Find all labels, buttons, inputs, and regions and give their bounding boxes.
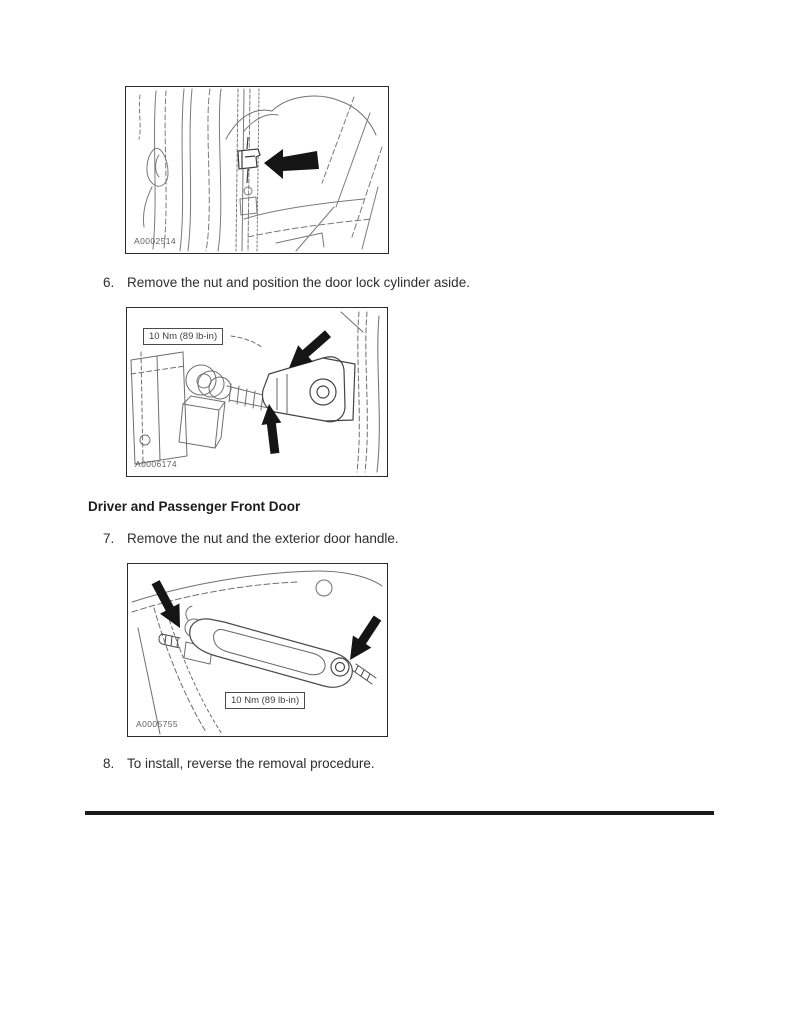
step-7: 7. Remove the nut and the exterior door … <box>103 531 583 547</box>
figure-id-label: A0002514 <box>134 236 176 246</box>
section-divider-rule <box>85 811 714 815</box>
door-lock-cylinder <box>261 356 356 423</box>
step-6: 6. Remove the nut and position the door … <box>103 275 583 291</box>
step-text: To install, reverse the removal procedur… <box>127 756 375 771</box>
upper-arrow-icon <box>289 330 331 368</box>
figure-door-lock-cylinder: 10 Nm (89 lb-in) A0006174 <box>126 307 388 477</box>
step-number: 7. <box>103 531 115 546</box>
figure-exterior-door-handle: 10 Nm (89 lb-in) A0005755 <box>127 563 388 737</box>
section-heading: Driver and Passenger Front Door <box>88 499 301 514</box>
figure-door-lock-clip: A0002514 <box>125 86 389 254</box>
figure-id-label: A0006174 <box>135 459 177 469</box>
torque-spec-label: 10 Nm (89 lb-in) <box>143 328 224 345</box>
step-number: 8. <box>103 756 115 771</box>
torque-spec-label: 10 Nm (89 lb-in) <box>225 692 306 709</box>
lower-arrow-icon <box>261 404 282 454</box>
right-arrow-icon <box>350 615 382 660</box>
door-jamb-sketch <box>138 88 383 252</box>
figure-id-label: A0005755 <box>136 719 178 729</box>
exterior-door-handle <box>189 618 353 688</box>
step-number: 6. <box>103 275 115 290</box>
left-arrow-icon <box>151 580 180 628</box>
step-text: Remove the nut and the exterior door han… <box>127 531 399 546</box>
step-8: 8. To install, reverse the removal proce… <box>103 756 583 772</box>
door-handle-sketch <box>131 570 383 735</box>
callout-arrow-icon <box>264 149 319 179</box>
lock-rod-clip <box>237 136 261 184</box>
lock-cylinder-sketch <box>130 311 380 473</box>
step-text: Remove the nut and position the door loc… <box>127 275 470 290</box>
